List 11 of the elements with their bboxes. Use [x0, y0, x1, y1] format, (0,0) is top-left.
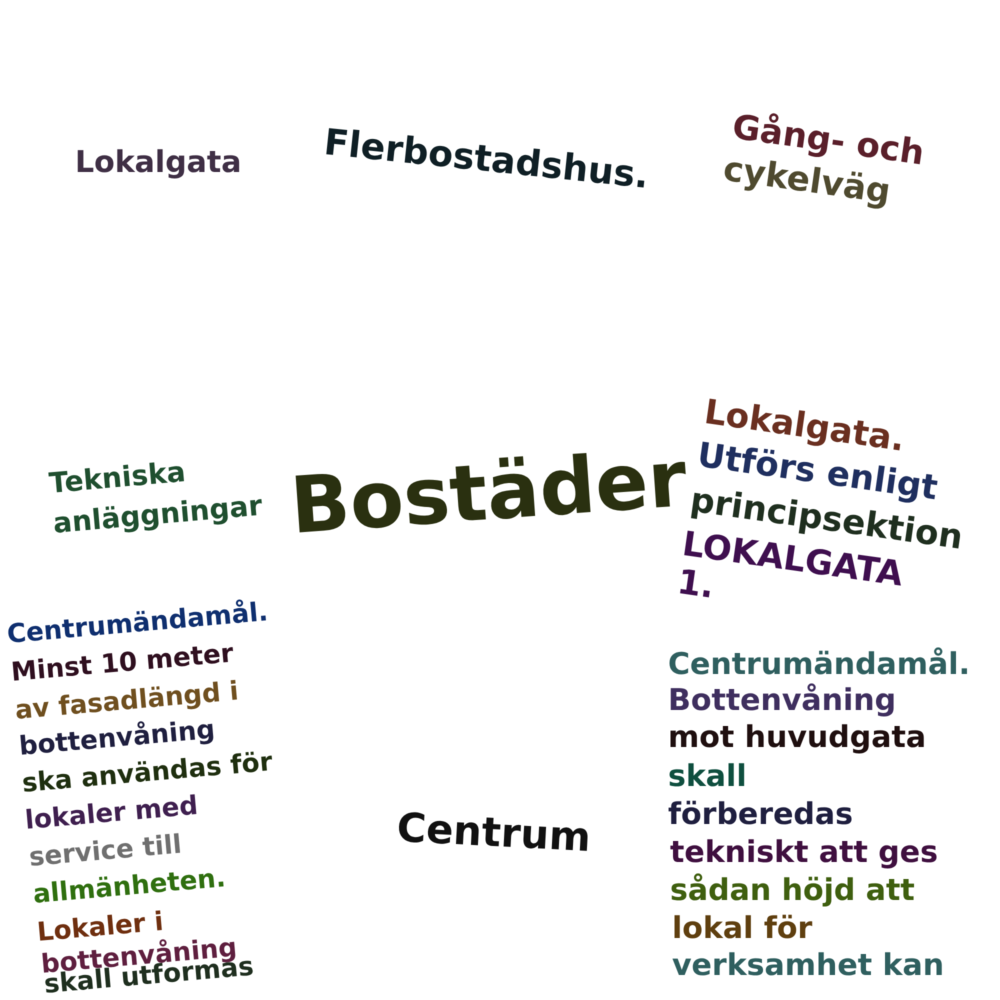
cloud-word: lokaler med: [24, 792, 199, 834]
cloud-word: lokal för: [672, 914, 812, 944]
cloud-word: Centrum: [396, 808, 592, 858]
cloud-word: Centrumändamål.: [6, 599, 269, 648]
cloud-word: tekniskt att ges: [670, 838, 938, 868]
cloud-word: Lokalgata: [75, 148, 242, 178]
cloud-word: skall: [668, 762, 747, 792]
cloud-word: verksamhet kan: [672, 951, 944, 981]
cloud-word: Flerbostadshus.: [322, 125, 650, 195]
cloud-word: förberedas: [668, 800, 853, 830]
cloud-word: mot huvudgata: [668, 723, 926, 753]
